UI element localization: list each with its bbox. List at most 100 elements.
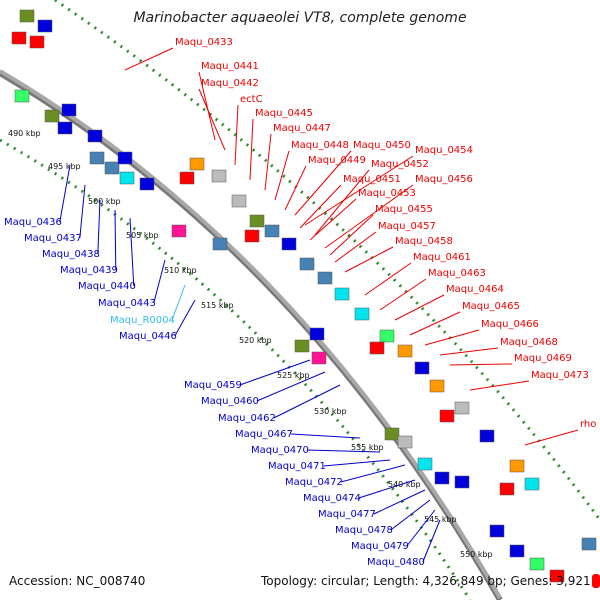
- reverse-gene-12: [294, 339, 310, 353]
- reverse-leader-line: [340, 464, 406, 483]
- reverse-leader-line: [390, 499, 431, 531]
- forward-gene-label: Maqu_0447: [273, 123, 331, 134]
- forward-gene-label: Maqu_0468: [500, 337, 558, 348]
- reverse-gene-9: [139, 177, 155, 191]
- reverse-gene-14: [309, 327, 325, 341]
- forward-leader-line: [249, 118, 254, 181]
- forward-leader-line: [294, 150, 352, 216]
- forward-gene-label: Maqu_0451: [343, 174, 401, 185]
- reverse-gene-label: Maqu_0477: [318, 509, 376, 520]
- reverse-leader-line: [290, 433, 361, 439]
- forward-gene-4: [189, 157, 205, 171]
- forward-gene-label: Maqu_0457: [378, 221, 436, 232]
- map-title: Marinobacter aquaeolei VT8, complete gen…: [133, 10, 467, 26]
- forward-gene-24: [509, 459, 525, 473]
- scale-label: 550 kbp: [460, 550, 493, 559]
- forward-gene-8: [249, 214, 265, 228]
- reverse-gene-17: [417, 457, 433, 471]
- forward-gene-label: Maqu_0455: [375, 204, 433, 215]
- reverse-gene-label: Maqu_0471: [268, 461, 326, 472]
- scale-label: 535 kbp: [351, 443, 384, 452]
- topology-text: Topology: circular; Length: 4,326,849 bp…: [261, 574, 591, 588]
- forward-gene-16: [379, 329, 395, 343]
- backbone: [0, 69, 502, 599]
- reverse-leader-line: [323, 459, 391, 467]
- reverse-gene-18: [434, 471, 450, 485]
- reverse-gene-23: [549, 569, 565, 583]
- forward-leader-line: [439, 347, 499, 356]
- forward-gene-19: [414, 361, 430, 375]
- reverse-gene-label: Maqu_0438: [42, 249, 100, 260]
- forward-gene-18: [369, 341, 385, 355]
- forward-gene-27: [581, 537, 597, 551]
- forward-leader-line: [264, 133, 272, 191]
- reverse-leader-line: [256, 371, 326, 402]
- forward-gene-20: [429, 379, 445, 393]
- forward-leader-line: [314, 169, 370, 236]
- reverse-gene-8: [117, 151, 133, 165]
- forward-leader-line: [304, 155, 414, 226]
- forward-leader-line: [324, 184, 414, 249]
- forward-gene-26: [499, 482, 515, 496]
- scale-label: 530 kbp: [314, 407, 347, 416]
- forward-gene-label: Maqu_0449: [308, 155, 366, 166]
- reverse-gene-label: Maqu_0440: [78, 281, 136, 292]
- scale-label: 525 kbp: [277, 371, 310, 380]
- forward-gene-label: rho: [580, 419, 596, 430]
- reverse-leader-line: [153, 259, 166, 304]
- reverse-leader-line: [129, 217, 135, 287]
- forward-leader-line: [469, 380, 530, 391]
- reverse-leader-line: [79, 184, 86, 239]
- forward-leader-line: [394, 294, 445, 321]
- forward-gene-label: Maqu_0463: [428, 268, 486, 279]
- forward-leader-line: [299, 184, 342, 229]
- reverse-gene-label: Maqu_0439: [60, 265, 118, 276]
- forward-gene-label: Maqu_0466: [481, 319, 539, 330]
- forward-gene-11: [244, 229, 260, 243]
- forward-gene-13: [317, 271, 333, 285]
- reverse-gene-label: Maqu_0479: [351, 541, 409, 552]
- forward-gene-label: Maqu_0469: [514, 353, 572, 364]
- forward-leader-line: [449, 363, 513, 366]
- forward-gene-23: [479, 429, 495, 443]
- reverse-gene-5: [89, 151, 105, 165]
- reverse-leader-line: [422, 519, 441, 563]
- reverse-leader-line: [97, 199, 101, 255]
- reverse-gene-2: [61, 103, 77, 117]
- reverse-gene-19: [454, 475, 470, 489]
- forward-gene-label: ectC: [240, 94, 263, 105]
- reverse-leader-line: [174, 299, 196, 337]
- reverse-gene-label: Maqu_0467: [235, 429, 293, 440]
- forward-gene-label: Maqu_0453: [358, 188, 416, 199]
- forward-gene-label: Maqu_0452: [371, 159, 429, 170]
- reverse-leader-line: [59, 164, 71, 223]
- forward-gene-label: Maqu_0456: [415, 174, 473, 185]
- forward-gene-5: [211, 169, 227, 183]
- reverse-gene-label: Maqu_R0004: [110, 315, 175, 326]
- forward-gene-label: Maqu_0465: [462, 301, 520, 312]
- reverse-gene-11: [212, 237, 228, 251]
- reverse-gene-22: [529, 557, 545, 571]
- reverse-gene-label: Maqu_0443: [98, 298, 156, 309]
- reverse-gene-4: [87, 129, 103, 143]
- forward-leader-line: [309, 198, 357, 241]
- forward-leader-line: [344, 246, 394, 273]
- forward-leader-line: [198, 71, 216, 141]
- forward-leader-line: [379, 278, 427, 311]
- scale-label: 540 kbp: [388, 480, 421, 489]
- forward-gene-7: [231, 194, 247, 208]
- forward-leader-line: [524, 429, 579, 446]
- forward-gene-label: Maqu_0442: [201, 78, 259, 89]
- forward-gene-label: Maqu_0473: [531, 370, 589, 381]
- forward-gene-label: Maqu_0464: [446, 284, 504, 295]
- reverse-leader-line: [373, 489, 426, 515]
- accession-text: Accession: NC_008740: [9, 574, 146, 588]
- scale-label: 490 kbp: [8, 129, 41, 138]
- scale-label: 545 kbp: [424, 515, 457, 524]
- reverse-gene-label: Maqu_0460: [201, 396, 259, 407]
- reverse-leader-line: [273, 384, 341, 419]
- reverse-leader-line: [171, 284, 186, 321]
- forward-gene-label: Maqu_0441: [201, 61, 259, 72]
